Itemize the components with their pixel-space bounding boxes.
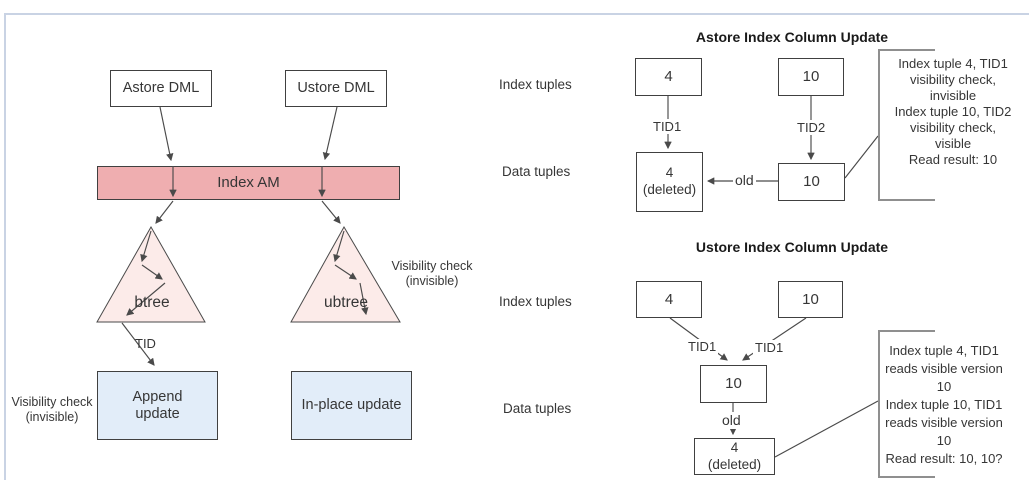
visibility-check-ubtree-label: Visibility check (invisible) [391,259,473,288]
ustore-index-tuple-4-box: 4 [636,281,702,318]
ustore-index-tuple-10-box: 10 [778,281,843,318]
index-am-bar: Index AM [97,166,400,200]
btree-label: btree [134,294,170,311]
inplace-update-box: In-place update [291,371,412,440]
ustore-data-tuple-10-box: 10 [700,365,767,403]
ustore-data-tuples-row-label: Data tuples [503,401,572,416]
tid-label: TID [135,336,156,351]
astore-note-text: Index tuple 4, TID1 visibility check, in… [894,56,1012,167]
astore-index-tuple-10-box: 10 [778,58,844,96]
ustore-tid1-left-label: TID1 [686,339,719,355]
ustore-dml-box: Ustore DML [285,70,387,107]
astore-tid1-label: TID1 [651,119,684,135]
visibility-check-append-label: Visibility check (invisible) [11,395,93,424]
astore-index-tuple-4-box: 4 [635,58,702,96]
ustore-note-text: Index tuple 4, TID1 reads visible versio… [885,343,1003,466]
ustore-tid1-right-label: TID1 [753,340,786,356]
append-update-box: Append update [97,371,218,440]
ustore-panel-title: Ustore Index Column Update [695,239,889,255]
astore-data-tuple-deleted-box: 4 (deleted) [636,152,703,212]
page-frame-border [4,13,1029,480]
astore-data-tuples-row-label: Data tuples [502,164,571,179]
ubtree-label: ubtree [324,294,368,311]
astore-dml-box: Astore DML [110,70,212,107]
astore-data-tuple-10-box: 10 [778,163,845,201]
ustore-index-tuples-row-label: Index tuples [499,294,572,309]
astore-panel-title: Astore Index Column Update [695,29,889,45]
astore-index-tuples-row-label: Index tuples [499,77,572,92]
ustore-data-tuple-deleted-box: 4 (deleted) [694,438,775,475]
astore-old-label: old [733,172,756,189]
ustore-old-label: old [720,412,743,429]
astore-tid2-label: TID2 [795,120,828,136]
